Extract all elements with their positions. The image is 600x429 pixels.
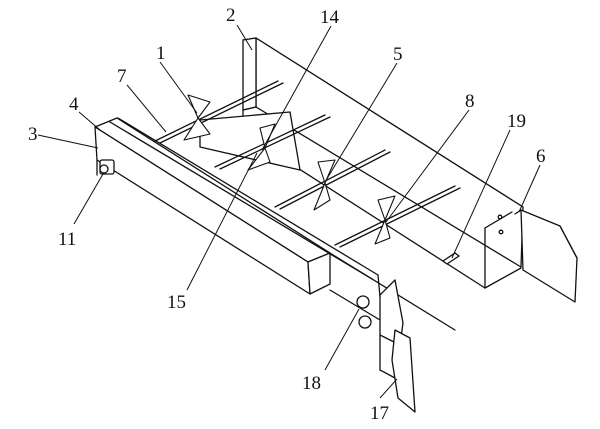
shafts (154, 80, 461, 248)
label-2: 2 (226, 5, 236, 26)
blade-8 (374, 195, 396, 245)
label-18: 18 (302, 373, 321, 394)
leader-lines (37, 24, 541, 399)
label-6: 6 (536, 146, 546, 167)
latch-18 (356, 295, 372, 329)
label-14: 14 (320, 7, 340, 28)
blade-1 (183, 94, 211, 141)
label-8: 8 (465, 91, 475, 112)
part-labels: 1 2 3 4 5 6 7 8 11 14 15 17 18 19 (28, 5, 546, 424)
blade-5 (313, 159, 336, 211)
right-flap (514, 209, 578, 303)
label-3: 3 (28, 124, 38, 145)
base-plate (199, 111, 301, 171)
label-15: 15 (167, 292, 186, 313)
label-11: 11 (58, 229, 76, 250)
label-19: 19 (507, 111, 526, 132)
label-7: 7 (117, 66, 127, 87)
floor-slot (442, 252, 460, 265)
front-bar (94, 117, 331, 295)
label-4: 4 (69, 94, 79, 115)
label-5: 5 (393, 44, 403, 65)
label-17: 17 (370, 403, 389, 424)
front-lower-wall (109, 117, 381, 321)
front-flap (379, 279, 416, 413)
knob-11 (99, 159, 115, 175)
label-1: 1 (156, 43, 166, 64)
